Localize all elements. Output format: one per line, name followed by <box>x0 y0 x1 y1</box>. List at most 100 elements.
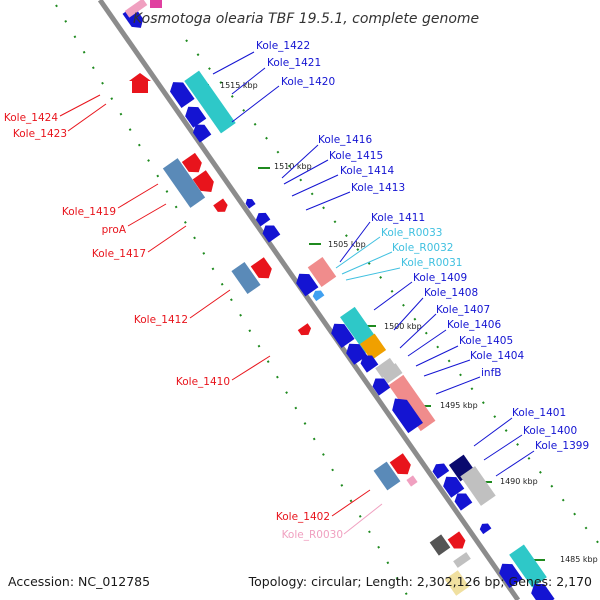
kbp-label-1500: 1500 kbp <box>384 322 422 331</box>
gene-kole-1421 <box>185 106 207 128</box>
leader-kole-1406 <box>407 329 447 357</box>
label-kole-1401: Kole_1401 <box>512 407 566 419</box>
leader-kole-1409 <box>373 281 413 311</box>
gene-kole-1401 <box>432 463 450 479</box>
gene-kole-1409 <box>331 323 355 349</box>
leader-kole-1407 <box>399 313 437 349</box>
kbp-label-1505: 1505 kbp <box>328 240 366 249</box>
gene-kole-1407-orange <box>359 333 387 361</box>
label-kole-1413: Kole_1413 <box>351 182 405 194</box>
label-kole-1410: Kole_1410 <box>176 376 230 388</box>
leader-lines-red <box>59 94 371 517</box>
leader-kole-r0033 <box>335 236 381 269</box>
gene-top-magenta <box>150 0 162 8</box>
gene-kole-1410 <box>297 323 312 336</box>
labels-left: Kole_1424 Kole_1423 Kole_1419 proA Kole_… <box>4 112 330 523</box>
gene-kole-1411 <box>296 273 319 297</box>
kbp-label-1490: 1490 kbp <box>500 477 538 486</box>
labels-trna: Kole_R0030 <box>282 529 343 541</box>
label-kole-r0031: Kole_R0031 <box>401 257 462 269</box>
gene-kole-1415 <box>255 212 271 227</box>
gene-kole-r0031 <box>312 290 325 302</box>
gene-kole-r0030 <box>406 475 418 487</box>
gene-bottom-cyan <box>509 544 547 588</box>
accession-text: Accession: NC_012785 <box>8 574 150 589</box>
label-kole-1405: Kole_1405 <box>459 335 513 347</box>
gene-kole-1421b <box>192 124 212 143</box>
leader-lines-pink <box>343 503 383 535</box>
gene-kole-1405-gray <box>375 357 397 379</box>
label-kole-1412: Kole_1412 <box>134 314 188 326</box>
gene-kole-1399-gray <box>460 466 496 506</box>
leader-kole-1415 <box>283 159 329 185</box>
leader-kole-1420 <box>231 85 280 123</box>
label-kole-1422: Kole_1422 <box>256 40 310 52</box>
gene-kole-1408 <box>346 343 368 365</box>
label-kole-1423: Kole_1423 <box>13 128 67 140</box>
track-dotted-lines <box>55 4 600 600</box>
leader-kole-1411 <box>339 221 371 263</box>
label-proa: proA <box>102 224 127 236</box>
label-kole-r0030: Kole_R0030 <box>282 529 343 541</box>
outer-left-track <box>55 4 411 600</box>
leader-kole-1422 <box>212 51 255 75</box>
gene-kole-1412 <box>231 261 261 295</box>
genome-backbone <box>97 0 521 600</box>
leader-kole-1405 <box>415 345 459 367</box>
leader-kole-1408 <box>393 297 424 331</box>
kbp-label-1485: 1485 kbp <box>560 555 598 564</box>
gene-infb <box>392 398 423 434</box>
leader-kole-1423 <box>67 103 107 132</box>
gene-kole-1402 <box>389 453 411 475</box>
outer-right-track <box>185 39 600 546</box>
leader-kole-1402 <box>331 489 371 517</box>
leader-kole-1410 <box>231 355 271 381</box>
gene-kole-1424 <box>129 73 151 93</box>
leader-kole-r0030 <box>343 503 383 535</box>
gene-kole-1402-steel <box>373 461 401 491</box>
gene-proa <box>192 170 214 193</box>
gene-bottom-blue <box>499 563 523 589</box>
label-kole-1419: Kole_1419 <box>62 206 116 218</box>
topology-text: Topology: circular; Length: 2,302,126 bp… <box>248 574 592 589</box>
gene-small-blue-arrow <box>479 523 492 535</box>
label-kole-1416: Kole_1416 <box>318 134 372 146</box>
label-kole-1411: Kole_1411 <box>371 212 425 224</box>
leader-kole-1412 <box>189 289 231 319</box>
label-kole-1402: Kole_1402 <box>276 511 330 523</box>
gene-bottom-blue2 <box>531 583 555 600</box>
label-kole-1400: Kole_1400 <box>523 425 577 437</box>
gene-kole-1400 <box>443 476 465 498</box>
gene-kole-1416 <box>245 198 256 209</box>
leader-kole-1399 <box>495 450 535 477</box>
gene-kole-1406 <box>360 355 379 373</box>
gene-bottom-red <box>447 531 466 549</box>
label-kole-1424: Kole_1424 <box>4 112 58 124</box>
kbp-label-1515: 1515 kbp <box>220 81 258 90</box>
labels-rna: Kole_R0033 Kole_R0032 Kole_R0031 <box>381 227 462 269</box>
label-kole-1415: Kole_1415 <box>329 150 383 162</box>
leader-kole-1413 <box>305 191 351 211</box>
leader-kole-1404 <box>423 359 471 377</box>
leader-kole-1421 <box>231 67 266 95</box>
leader-lines-blue <box>212 51 535 477</box>
label-kole-1404: Kole_1404 <box>470 350 524 362</box>
gene-kole-1414 <box>262 225 281 243</box>
gene-kole-1399 <box>454 493 473 511</box>
kbp-label-1495: 1495 kbp <box>440 401 478 410</box>
leader-proa <box>127 203 167 227</box>
gene-features <box>122 0 555 600</box>
label-kole-1420: Kole_1420 <box>281 76 335 88</box>
leader-kole-r0031 <box>345 267 401 281</box>
gene-bottom-gray <box>453 552 471 568</box>
gene-proa-a <box>181 152 202 173</box>
label-kole-1399: Kole_1399 <box>535 440 589 452</box>
gene-kole-1411-salmon <box>307 257 337 287</box>
leader-kole-1414 <box>291 174 339 197</box>
gene-bottom-dark <box>429 534 451 556</box>
gene-kole-1417 <box>213 198 228 212</box>
gene-kole-1422 <box>170 82 195 109</box>
leader-kole-1400 <box>483 434 523 461</box>
